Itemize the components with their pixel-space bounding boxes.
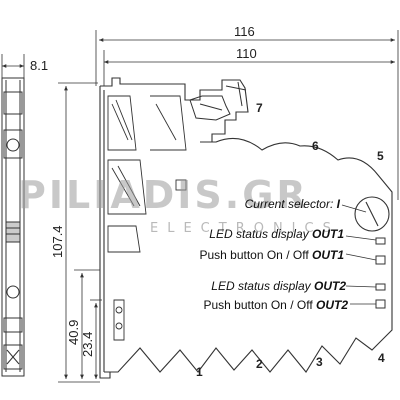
callout-7: 7: [256, 101, 263, 115]
indicator-markers: [375, 237, 386, 309]
label-push2-text: Push button On / Off: [203, 298, 316, 312]
callout-5: 5: [377, 149, 384, 163]
label-push1-out: OUT1: [312, 248, 344, 262]
label-push2-out: OUT2: [316, 298, 348, 312]
leader-lines: [341, 204, 377, 305]
label-push1: Push button On / Off OUT1: [199, 248, 344, 262]
label-current-selector-text: Current selector:: [245, 197, 337, 211]
label-led2-text: LED status display: [211, 279, 314, 293]
dim-width-inner: [103, 50, 395, 86]
label-led1-text: LED status display: [209, 227, 312, 241]
dim-height-mid: [74, 269, 100, 379]
dim-height-mid-value: 40.9: [66, 320, 81, 345]
dim-height-total-value: 107.4: [50, 225, 65, 258]
dim-height-low-value: 23.4: [80, 332, 95, 357]
dim-width-total: [95, 30, 399, 200]
dim-width-inner-value: 110: [236, 46, 257, 61]
callout-4: 4: [378, 351, 385, 365]
label-led1-out: OUT1: [312, 227, 344, 241]
callout-3: 3: [316, 355, 323, 369]
dim-side-width: [1, 54, 25, 78]
label-led1: LED status display OUT1: [209, 227, 344, 241]
device-outline: [99, 77, 393, 379]
label-current-selector-symbol: I: [337, 197, 341, 211]
label-push2: Push button On / Off OUT2: [203, 298, 348, 312]
watermark-main: PILIADIS.GR: [18, 173, 309, 217]
watermark-sub: ELECTRONICS: [150, 221, 340, 236]
label-led2-out: OUT2: [314, 279, 346, 293]
terminal-cavities: [107, 95, 187, 341]
side-view: [1, 77, 25, 377]
label-push1-text: Push button On / Off: [199, 248, 312, 262]
label-current-selector: Current selector: I: [245, 197, 341, 211]
current-selector-dial: [354, 196, 390, 232]
top-connector: [189, 81, 247, 121]
label-led2: LED status display OUT2: [211, 279, 346, 293]
dim-width-total-value: 116: [234, 24, 255, 39]
dim-side-width-value: 8.1: [30, 58, 48, 73]
callout-2: 2: [256, 357, 263, 371]
dim-height-total: [58, 82, 100, 383]
callout-6: 6: [312, 139, 319, 153]
callout-1: 1: [196, 365, 203, 379]
